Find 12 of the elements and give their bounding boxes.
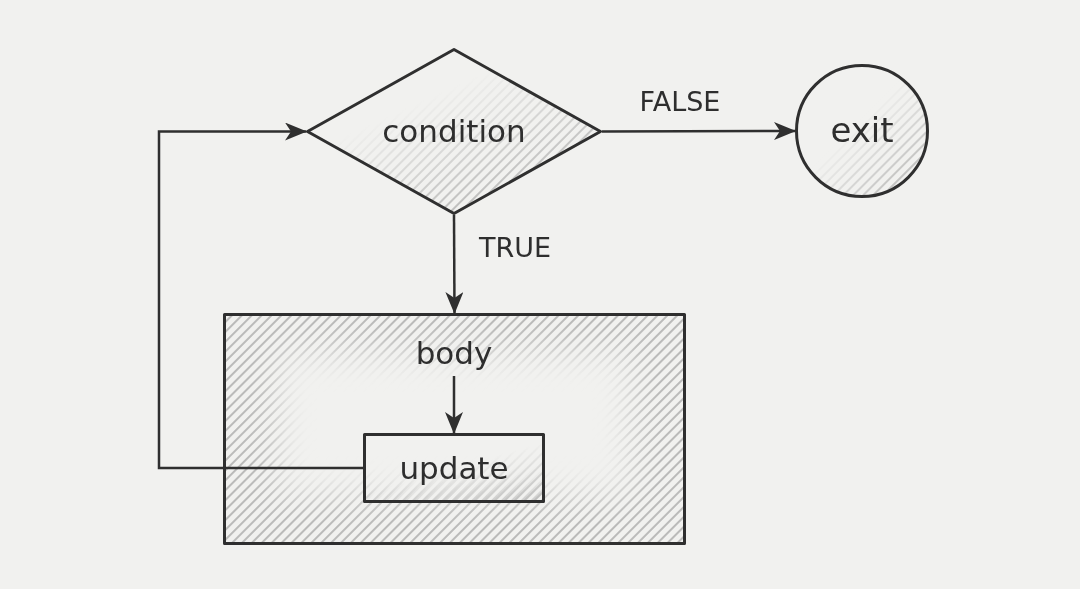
decision-diamond — [306, 48, 602, 215]
arrow — [157, 122, 363, 470]
node-label: condition — [382, 114, 526, 149]
node-label: body — [402, 330, 506, 376]
group-box — [223, 313, 686, 545]
node-label: update — [399, 450, 509, 486]
arrow — [602, 122, 796, 141]
end-circle — [795, 64, 929, 198]
arrow — [445, 376, 463, 434]
process-box — [363, 433, 545, 503]
node-label: exit — [830, 112, 894, 150]
arrow — [445, 215, 464, 314]
